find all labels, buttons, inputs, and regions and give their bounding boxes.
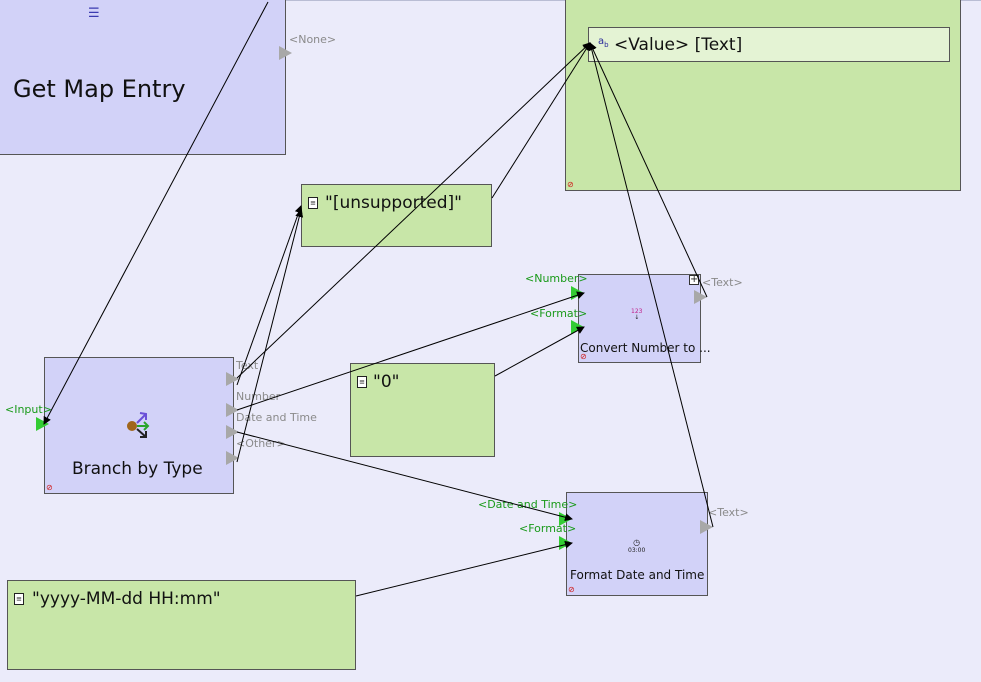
error-indicator-icon: ⊘ [580,352,587,361]
get-map-entry-output-port[interactable] [279,46,292,60]
format-date-time-node[interactable]: ◷03:00 Format Date and Time ⊘ [566,492,708,596]
constant-icon: ≡ [14,593,24,605]
expand-plus-icon[interactable]: + [689,274,699,285]
get-map-entry-title: Get Map Entry [13,75,186,103]
branch-other-output-port[interactable] [226,451,239,465]
list-icon: ☰ [88,6,100,21]
format-pattern-node[interactable]: ≡ "yyyy-MM-dd HH:mm" [7,580,356,670]
branch-date-time-output-label: Date and Time [236,411,317,424]
branch-number-output-port[interactable] [226,403,239,417]
wire-branch-text-to-unsupported [236,205,303,386]
format-date-time-title: Format Date and Time [570,568,705,582]
get-map-entry-node[interactable]: ☰ Get Map Entry [0,0,286,155]
wire-unsupported-to-value [491,42,591,199]
wire-branch-number-to-convert [236,291,585,411]
convert-format-input-label: <Format> [530,307,588,320]
wire-pattern-to-format [355,540,573,597]
format-pattern-title: "yyyy-MM-dd HH:mm" [32,589,221,609]
format-date-text-output-port[interactable] [700,520,713,534]
convert-text-output-port[interactable] [694,290,707,304]
text-ab-icon: ab [598,36,609,49]
convert-number-input-label: <Number> [525,272,588,285]
wire-branch-date-to-format [236,431,573,522]
constant-icon: ≡ [308,197,318,209]
error-indicator-icon: ⊘ [46,483,53,492]
branch-input-label: <Input> [5,403,52,416]
convert-number-node[interactable]: 123↓ Convert Number to ... ⊘ [578,274,711,363]
format-date-time-glyph: 03:00 [628,547,646,554]
branch-date-time-output-port[interactable] [226,425,239,439]
branch-other-output-label: <Other> [236,437,286,450]
get-map-entry-none-label: <None> [289,33,337,46]
convert-text-output-label: <Text> [702,276,743,289]
zero-value-title: "0" [373,372,400,392]
convert-number-glyph: 123 [631,308,643,315]
wire-branch-other-to-unsupported [236,209,304,463]
error-indicator-icon: ⊘ [568,585,575,594]
wire-branch-text-to-value [236,42,591,379]
zero-value-node[interactable]: ≡ "0" [350,363,495,457]
format-date-text-output-label: <Text> [708,506,749,519]
branch-text-output-port[interactable] [226,372,239,386]
wire-zero-to-convert-format [494,326,585,377]
convert-number-title: Convert Number to ... [580,341,711,355]
clock-icon: ◷03:00 [628,538,646,555]
wire-map-entry-to-branch [43,1,269,425]
unsupported-value-node[interactable]: ≡ "[unsupported]" [301,184,492,247]
branch-icon [126,410,152,442]
error-indicator-icon: ⊘ [567,180,574,189]
branch-by-type-title: Branch by Type [72,459,203,479]
convert-number-icon: 123↓ [631,308,643,321]
format-date-format-input-label: <Format> [519,522,577,535]
value-text-label: <Value> [Text] [614,35,743,55]
canvas-top-border [0,0,981,1]
wire-convert-to-value [589,42,708,298]
value-text-field[interactable]: ab <Value> [Text] [588,27,950,62]
branch-by-type-node[interactable]: Branch by Type ⊘ [44,357,234,494]
constant-icon: ≡ [357,376,367,388]
unsupported-value-title: "[unsupported]" [325,193,462,213]
wire-format-date-to-value [587,42,714,528]
